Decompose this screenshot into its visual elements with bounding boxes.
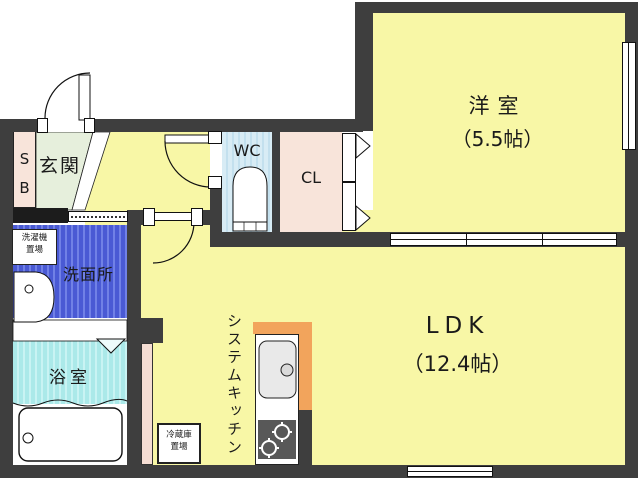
wall (272, 132, 280, 232)
pipe-space (141, 343, 153, 465)
entrance-step (13, 208, 68, 223)
ldk-door-panel (154, 212, 192, 221)
washing-machine-label: 洗濯機 置場 (12, 229, 57, 265)
wc-door-swing (164, 140, 212, 188)
sliding-partition (390, 233, 617, 246)
room-ldk-label: LDK (425, 313, 490, 339)
refrigerator-area (157, 423, 201, 464)
sliding-door-washroom (68, 211, 128, 222)
washbasin-icon (13, 271, 55, 323)
toilet-icon (232, 166, 268, 225)
burner-icon (259, 422, 292, 458)
wall (127, 225, 141, 465)
refrigerator-label: 冷蔵庫 置場 (157, 429, 201, 453)
kitchen-sink-icon (258, 340, 297, 399)
wall (355, 2, 373, 131)
bath-door (12, 319, 128, 342)
ldk-door-swing (152, 221, 195, 264)
bathtub-drain (22, 432, 34, 444)
washbasin-faucet (24, 284, 34, 294)
washing-machine-line2: 置場 (25, 245, 43, 255)
bath-wave (12, 398, 128, 407)
refrigerator-line1: 冷蔵庫 (166, 430, 192, 440)
closet-area (280, 132, 342, 232)
closet-bifold-door (342, 182, 356, 231)
wall (0, 119, 13, 478)
wc-label: WC (233, 141, 261, 160)
closet-label: CL (300, 168, 322, 187)
kitchen-faucet (280, 363, 294, 377)
toilet-base (232, 221, 268, 232)
shoebox-letter-b: B (19, 179, 30, 197)
door-jamb (84, 118, 95, 133)
wc-door (164, 134, 211, 144)
bathroom-area (13, 341, 127, 404)
room-western-size: （5.5帖） (451, 127, 544, 151)
kitchen-label: システムキッチン (225, 313, 243, 457)
closet-bifold-door (342, 133, 356, 182)
shoebox-letter-s: S (19, 150, 30, 168)
bath-door-triangle (95, 338, 127, 354)
window-right (622, 42, 636, 150)
entrance-step-strip (71, 131, 111, 211)
window-bottom (407, 466, 493, 477)
wall (141, 318, 163, 343)
entrance-label: 玄関 (39, 155, 82, 177)
entrance-opening (48, 119, 84, 132)
door-jamb (208, 176, 222, 189)
washroom-label: 洗面所 (62, 265, 114, 284)
room-western (373, 13, 625, 233)
door-jamb (37, 118, 48, 133)
refrigerator-line2: 置場 (170, 442, 188, 452)
entrance-door-swing (44, 72, 91, 119)
room-western-label: 洋室 (468, 94, 527, 118)
room-ldk (127, 210, 625, 465)
washing-machine-line1: 洗濯機 (21, 233, 48, 243)
door-jamb (208, 131, 222, 144)
bathtub-icon (18, 407, 123, 462)
wall (355, 2, 638, 13)
closet-door-arrow (355, 132, 371, 160)
wall (299, 410, 312, 465)
door-jamb (191, 208, 203, 226)
closet-door-arrow (355, 204, 371, 232)
wc-door-opening (210, 144, 222, 176)
bathroom-label: 浴室 (49, 368, 91, 388)
kitchen-counter-right (299, 334, 312, 410)
room-ldk-size: （12.4帖） (402, 352, 513, 376)
entrance-door (78, 74, 91, 121)
kitchen-counter-top (253, 322, 312, 334)
